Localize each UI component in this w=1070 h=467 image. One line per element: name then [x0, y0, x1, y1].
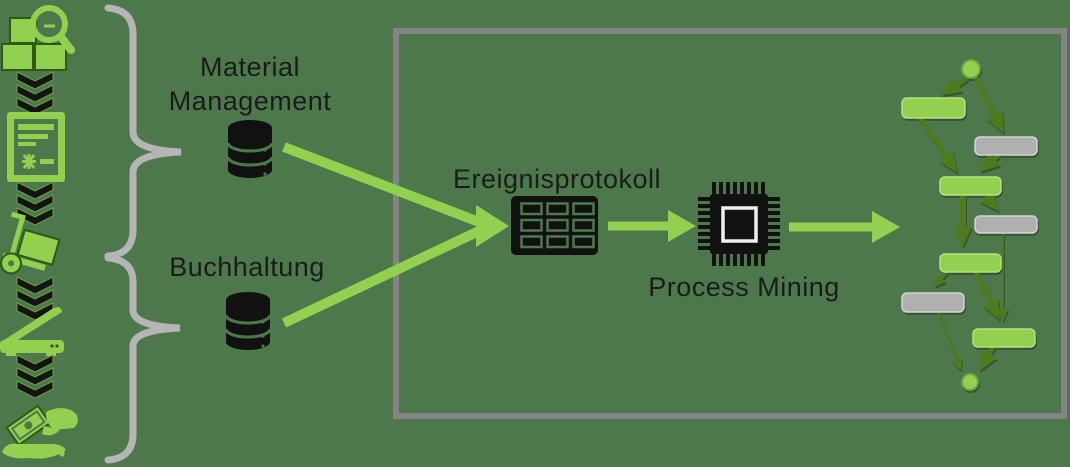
start-node: [961, 59, 981, 79]
arrowhead-to-model: [872, 211, 900, 243]
activity-node-green: [901, 97, 966, 119]
process-model-graph: [901, 59, 1038, 391]
source-process-chain: [0, 5, 78, 459]
chevrons-down-icon: [16, 354, 54, 399]
database-icon-material-management: [226, 120, 274, 178]
material-management-label: Material Management: [150, 50, 350, 118]
arrow-material-to-eventlog: [282, 142, 481, 227]
database-icon-buchhaltung: [224, 292, 272, 350]
invoice-document-icon: [7, 112, 65, 182]
system-boundary-box: [393, 28, 1067, 419]
hand-truck-icon: [0, 211, 61, 275]
payment-hand-icon: [2, 404, 78, 459]
data-flow-arrows: [281, 142, 900, 328]
arrowhead-to-chip: [668, 210, 696, 242]
activity-node-gray: [901, 292, 965, 313]
chevrons-down-icon: [16, 71, 54, 116]
material-management-line2: Management: [168, 86, 332, 116]
scanner-icon: [0, 307, 64, 356]
chip-pins: [698, 182, 780, 266]
event-log-table-icon: [511, 196, 598, 255]
material-management-line1: Material: [199, 52, 301, 82]
end-node: [961, 373, 979, 391]
activity-node-gray: [974, 136, 1038, 156]
grouping-braces: [104, 4, 182, 464]
activity-node-green: [939, 253, 1002, 273]
inventory-search-icon: [1, 5, 75, 71]
arrow-buchhaltung-to-eventlog: [281, 226, 482, 328]
merged-arrowhead: [476, 205, 509, 247]
buchhaltung-label: Buchhaltung: [169, 252, 325, 282]
brace-buchhaltung: [104, 254, 181, 464]
process-mining-chip-icon: [698, 182, 780, 266]
activity-node-green: [939, 176, 1002, 196]
activity-node-gray: [974, 215, 1038, 234]
process-mining-label: Process Mining: [648, 272, 840, 302]
process-model-edges: [917, 75, 1009, 372]
brace-material-management: [104, 4, 182, 260]
ereignisprotokoll-label: Ereignisprotokoll: [452, 164, 662, 194]
activity-node-green: [972, 328, 1036, 348]
